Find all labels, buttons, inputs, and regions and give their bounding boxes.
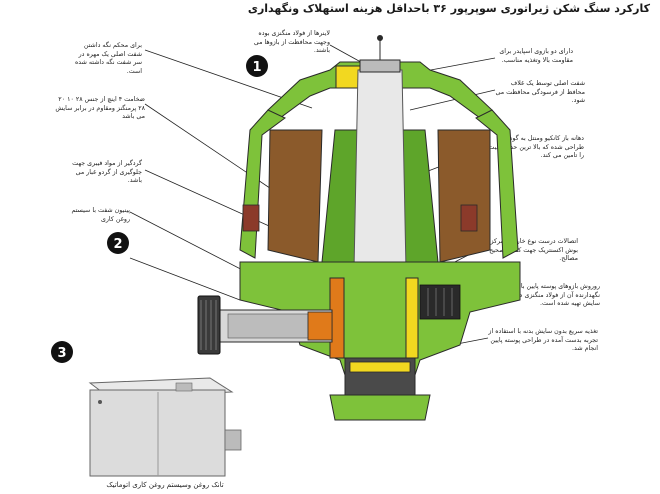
oil-tank-caption: تانک روغن وسیستم روغن کاری اتوماتیک	[106, 481, 224, 489]
callout-2-marker: 2	[107, 232, 129, 254]
label-manganese-thickness: ضخامت ۴ اینچ از جنس ۲۸ ۱۰ ۲۰ ۲۸ پرمنگنز …	[55, 96, 145, 120]
label-spider-arms: دارای دو بازوی اسپایدر برای مقاومت بالا …	[499, 48, 573, 64]
callout-3-text: 3	[57, 346, 66, 361]
shaft-nut	[359, 59, 401, 73]
top-shell-right	[475, 109, 519, 259]
label-bottom-shell-arms: روروش بازوهای پوسته پایین با نگهدارنده آ…	[513, 283, 600, 307]
callout-1-text: 1	[252, 60, 261, 75]
eccentric-bushing-right	[405, 277, 419, 359]
shell-arm-right	[419, 284, 461, 320]
label-shaft-sleeve: شفت اصلی توسط یک غلاف محافظ از فرسودگی م…	[495, 80, 585, 104]
bottom-cap	[329, 394, 431, 421]
concave-liner-right	[437, 129, 491, 263]
concave-liner-left	[267, 129, 323, 263]
label-pinion-shaft: پینیون شفت با سیستم روغن کاری	[71, 207, 130, 223]
page-title: کارکرد سنگ شکن ژیراتوری سوپرپور ۳۶ باحدا…	[247, 2, 650, 15]
side-lug-left	[242, 204, 260, 232]
side-lug-right	[460, 204, 478, 232]
label-dust-seal: گردگیر از مواد فیبری جهت جلوگیری از گردو…	[72, 160, 142, 184]
callout-2-text: 2	[113, 237, 122, 252]
callout-1-marker: 1	[246, 55, 268, 77]
oil-tank	[88, 377, 242, 477]
callout-3-marker: 3	[51, 341, 73, 363]
label-concave-mantle: دهانه باز کانکیو ومنتل به گونه ای طراحی …	[488, 135, 584, 159]
label-eccentric-bushing: اتصالات درست نوع خارج از مرکز بوش اکسنتر…	[489, 238, 578, 262]
label-shaft-nut: برای محکم نگه داشتن شفت اصلی یک مهره در …	[75, 42, 142, 75]
pulley	[197, 295, 221, 355]
label-liners: لاینرها از فولاد منگنزی بوده وجهت محافظت…	[253, 30, 330, 54]
label-fast-feed: تغذیه سریع بدون سایش بدنه با استفاده از …	[488, 328, 598, 352]
